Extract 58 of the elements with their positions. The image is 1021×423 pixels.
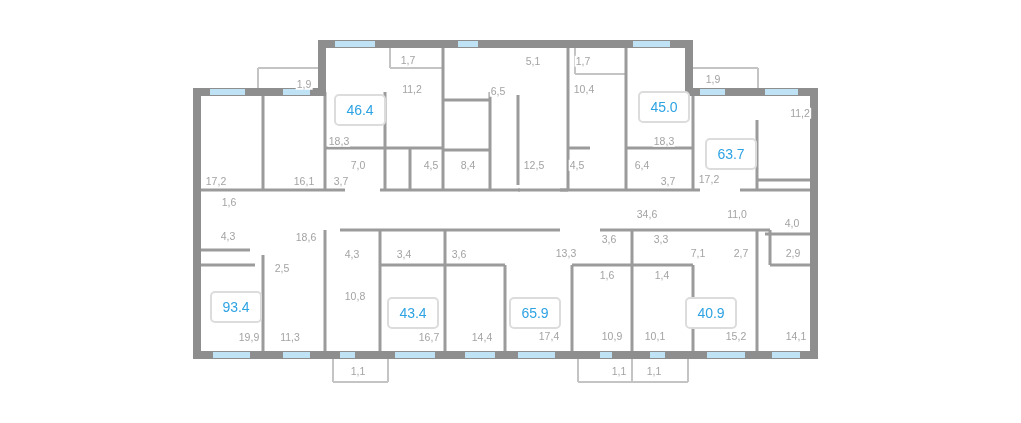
room-area: 2,9 [784,247,802,259]
room-area: 4,0 [783,217,801,229]
room-area: 15,2 [724,330,748,342]
room-area: 16,1 [292,175,316,187]
room-area: 10,9 [600,330,624,342]
room-area: 3,7 [332,175,350,187]
apartment-area-badge: 43.4 [387,297,439,329]
room-area: 14,4 [470,331,494,343]
room-area: 34,6 [635,208,659,220]
room-area: 1,6 [598,269,616,281]
room-area: 1,9 [295,78,313,90]
room-area: 11,0 [726,208,748,220]
room-area: 7,0 [349,159,367,171]
room-area: 13,3 [554,247,578,259]
room-area: 1,7 [399,54,417,66]
room-area: 4,3 [343,248,361,260]
room-area: 2,5 [273,262,291,274]
room-area: 3,7 [659,175,677,187]
room-area: 6,4 [633,159,651,171]
room-area: 17,2 [697,173,721,185]
apartment-area-badge: 40.9 [685,297,737,329]
apartment-area-badge: 45.0 [638,91,690,123]
room-area: 4,5 [422,159,440,171]
room-area: 1,1 [610,365,628,377]
room-area: 14,1 [784,330,808,342]
room-area: 1,7 [574,55,592,67]
room-area: 3,6 [450,248,468,260]
room-area: 2,7 [732,247,750,259]
room-area: 4,5 [568,159,586,171]
apartment-area-badge: 65.9 [509,297,561,329]
room-area: 1,1 [349,365,367,377]
room-area: 11,2 [401,83,423,95]
room-area: 3,4 [395,248,413,260]
room-area: 17,2 [204,175,228,187]
room-area: 3,6 [600,233,618,245]
room-area: 19,9 [237,331,261,343]
room-area: 1,9 [704,73,722,85]
room-area: 3,3 [652,233,670,245]
room-area: 10,8 [343,290,367,302]
apartment-area-badge: 93.4 [210,291,262,323]
room-area: 4,3 [219,230,237,242]
apartment-area-badge: 63.7 [705,138,757,170]
room-area: 1,1 [645,365,663,377]
room-area: 1,4 [653,269,671,281]
room-area: 10,1 [643,330,667,342]
room-area: 10,4 [572,83,596,95]
room-area: 11,3 [279,331,301,343]
room-area: 6,5 [489,85,507,97]
room-area: 7,1 [689,247,707,259]
room-area: 12,5 [522,159,546,171]
apartment-area-badge: 46.4 [334,94,386,126]
room-area: 18,3 [327,135,351,147]
room-area: 18,3 [652,135,676,147]
room-area: 5,1 [524,55,542,67]
room-area: 18,6 [294,231,318,243]
room-area: 1,6 [220,196,238,208]
room-area: 11,2 [789,107,811,119]
room-area: 8,4 [459,159,477,171]
